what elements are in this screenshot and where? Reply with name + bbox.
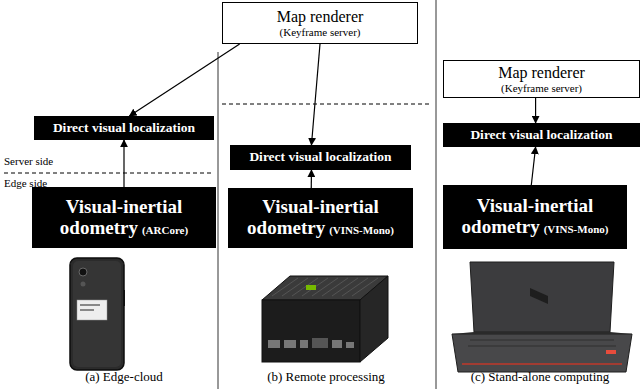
laptop-illustration [452,262,632,372]
connector-arrow [123,140,124,187]
node-text-group: Map renderer(Keyframe server) [498,64,585,94]
node-text-group: Visual-inertial odometry(VINS-Mono) [447,196,623,238]
node-title: Direct visual localization [470,128,612,143]
node-text-group: Direct visual localization [470,128,612,143]
panel-caption: (b) Remote processing [267,370,385,385]
node-title: Direct visual localization [53,121,195,136]
process-box: Direct visual localization [230,145,411,170]
connector-arrow [535,98,536,123]
node-subtitle: (VINS-Mono) [544,223,609,235]
node-title: Map renderer [498,64,585,82]
process-box: Visual-inertial odometry(ARCore) [32,187,216,248]
node-text-group: Visual-inertial odometry(VINS-Mono) [232,197,409,239]
node-subtitle: (Keyframe server) [277,26,364,38]
connector-arrow [129,44,239,116]
server-edge-boundary [4,173,214,174]
node-text-group: Visual-inertial odometry(ARCore) [36,197,212,239]
panel-separator [218,52,219,389]
process-box: Visual-inertial odometry(VINS-Mono) [443,185,627,249]
embedded-board-illustration [262,276,388,362]
node-subtitle: (VINS-Mono) [329,224,394,236]
node-title: Direct visual localization [249,150,391,165]
connector-arrow [311,44,320,145]
process-box: Visual-inertial odometry(VINS-Mono) [228,188,413,248]
panel-caption: (c) Stand-alone computing [471,370,610,385]
server-box: Map renderer(Keyframe server) [222,2,418,44]
node-title: Map renderer [277,8,364,26]
zone-label: Server side [4,155,53,168]
connector-arrow [531,147,535,185]
smartphone-illustration [70,258,125,370]
node-text-group: Direct visual localization [53,121,195,136]
panel-separator [436,0,437,389]
process-box: Direct visual localization [34,116,214,140]
zone-label: Edge side [4,177,47,190]
node-text-group: Direct visual localization [249,150,391,165]
node-subtitle: (Keyframe server) [498,82,585,94]
node-text-group: Map renderer(Keyframe server) [277,8,364,38]
node-subtitle: (ARCore) [142,224,188,236]
server-box: Map renderer(Keyframe server) [443,60,640,98]
panel-caption: (a) Edge-cloud [85,370,163,385]
connector-arrow [311,170,312,188]
process-box: Direct visual localization [443,123,640,147]
server-edge-boundary [222,104,430,105]
